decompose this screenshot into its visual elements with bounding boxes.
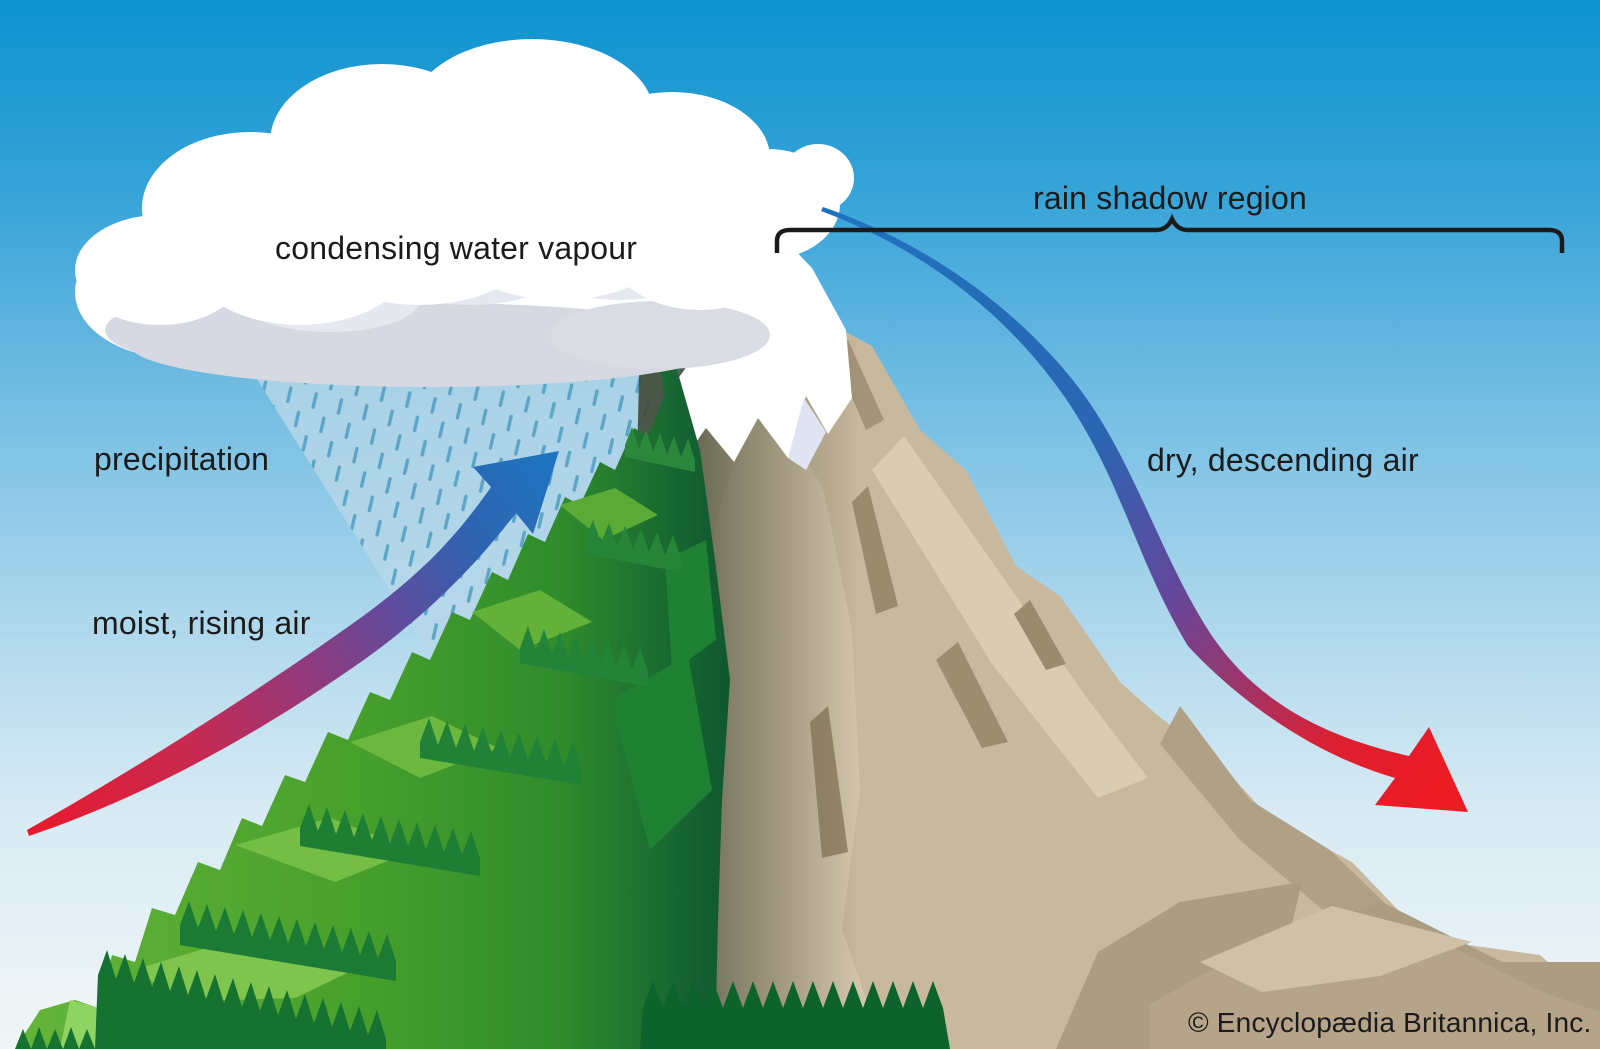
label-condensing-water-vapour: condensing water vapour (275, 230, 638, 266)
moist-rising-air-arrow (27, 451, 559, 836)
copyright-notice: © Encyclopædia Britannica, Inc. (1188, 1007, 1592, 1038)
windward-green-slope (15, 352, 950, 1049)
cloud (75, 39, 854, 387)
rain-shadow-brace (774, 213, 1565, 253)
dry-descending-air-arrow (821, 207, 1468, 812)
label-moist-rising-air: moist, rising air (92, 605, 311, 641)
label-dry-descending-air: dry, descending air (1147, 442, 1419, 478)
label-precipitation: precipitation (94, 441, 270, 477)
leeward-brown-slope (622, 246, 1600, 1049)
label-rain-shadow-region: rain shadow region (1033, 180, 1307, 216)
